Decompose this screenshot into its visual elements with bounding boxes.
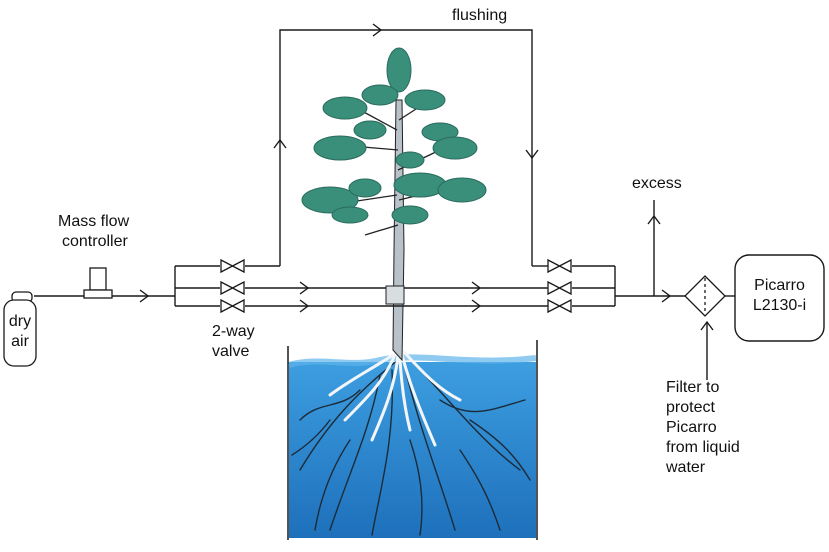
excess-label: excess xyxy=(632,175,682,192)
picarro-label-2: L2130-i xyxy=(752,297,807,314)
water-tank xyxy=(287,340,538,540)
pipework xyxy=(34,200,735,380)
stem-seal xyxy=(385,285,405,305)
mass-flow-controller-icon xyxy=(83,267,113,299)
gas-cylinder-icon xyxy=(3,291,37,367)
valve-label-1: 2-way xyxy=(212,323,255,340)
valve-label-2: valve xyxy=(212,343,250,360)
roots-icon xyxy=(291,350,531,536)
filter-label-1: Filter to xyxy=(666,379,720,396)
filter-label-5: water xyxy=(666,459,706,476)
dry-air-label-2: air xyxy=(11,333,29,350)
valve-icon xyxy=(220,258,572,314)
tree-icon xyxy=(301,47,487,362)
picarro-analyzer xyxy=(734,254,825,342)
filter-icon xyxy=(684,275,726,317)
dry-air-label-1: dry xyxy=(8,313,32,330)
filter-label-2: protect xyxy=(666,399,715,416)
flushing-label: flushing xyxy=(452,7,508,24)
mass-flow-label-2: controller xyxy=(62,233,128,250)
filter-label-3: Picarro xyxy=(666,419,717,436)
mass-flow-label-1: Mass flow xyxy=(58,213,130,230)
picarro-label-1: Picarro xyxy=(754,277,805,294)
flushing-line xyxy=(245,23,548,267)
filter-label-4: from liquid xyxy=(666,439,740,456)
